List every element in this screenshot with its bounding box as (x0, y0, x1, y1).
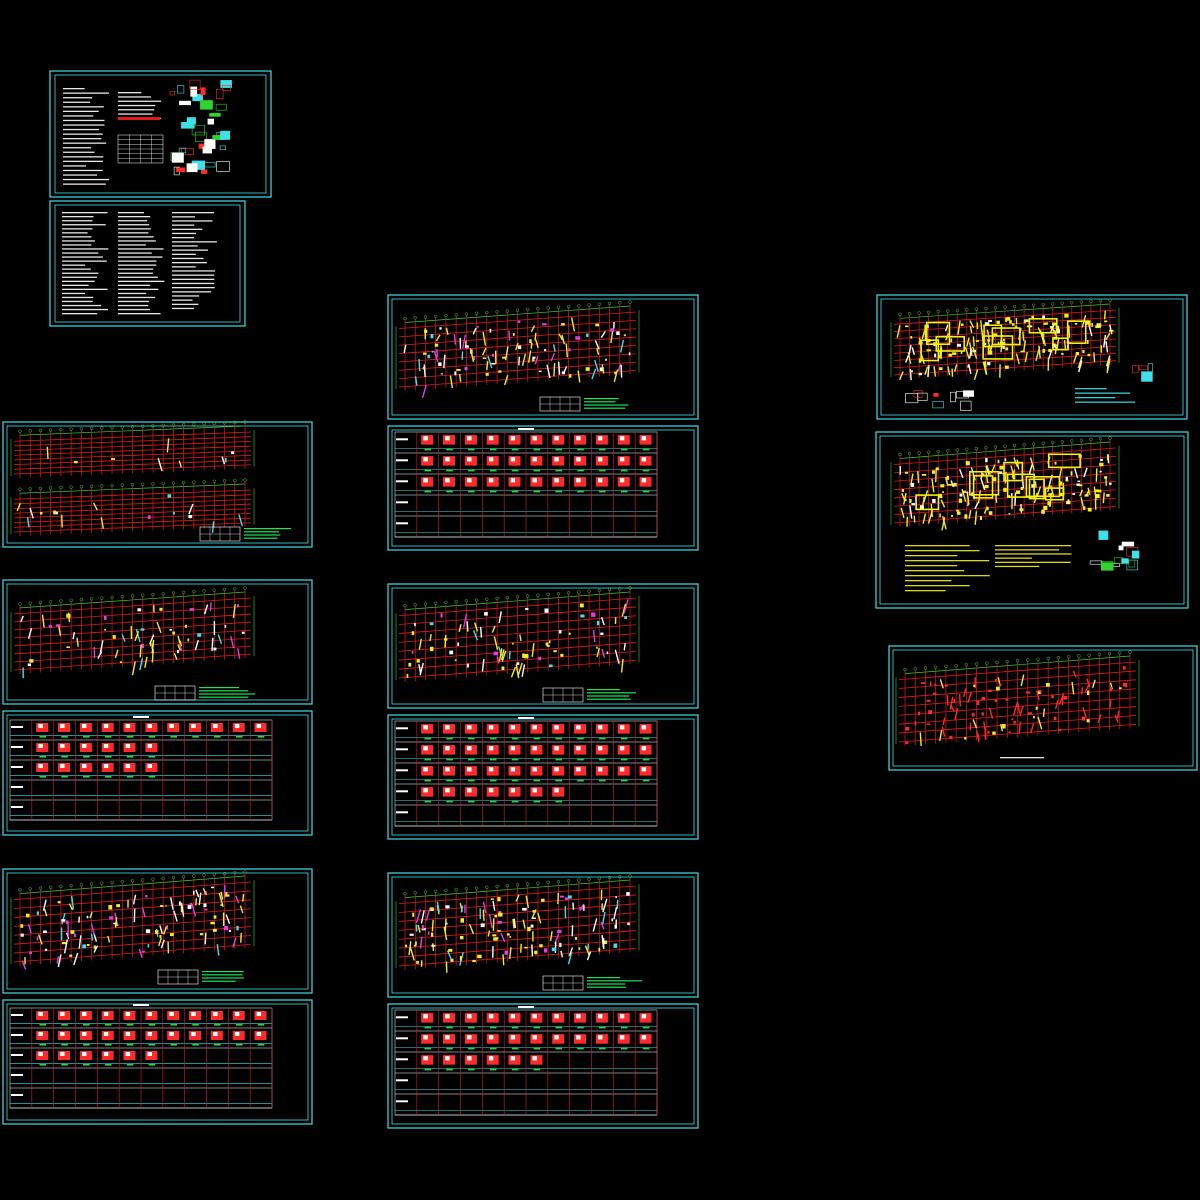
title-legend (199, 526, 292, 542)
sheet-beam-plan-b[interactable] (875, 431, 1189, 609)
notes-table (117, 134, 164, 164)
sheet-column-table-e[interactable] (387, 1003, 699, 1129)
sheet-column-table-a[interactable] (2, 710, 313, 836)
floor-plan (395, 300, 640, 399)
column-detail-table (394, 717, 658, 827)
floor-plan (10, 586, 255, 679)
notes-text-block (995, 545, 1072, 568)
column-detail-table (394, 428, 658, 538)
floor-plan-upper (10, 420, 255, 478)
column-detail-table (9, 1004, 273, 1109)
sheet-column-table-c[interactable] (387, 425, 699, 551)
title-legend (542, 975, 643, 991)
sheet-column-table-b[interactable] (2, 999, 313, 1125)
sheet-column-plan-c[interactable] (387, 294, 699, 420)
notes-text-block (1075, 388, 1135, 403)
notes-text-block (905, 545, 990, 592)
plan-title (1000, 757, 1045, 759)
notes-text-block (118, 212, 165, 315)
section-sketch (1132, 363, 1153, 382)
sheet-roof-plan[interactable] (888, 645, 1198, 771)
notes-text-block (63, 88, 109, 185)
floor-plan-lower (10, 478, 255, 536)
title-legend (154, 685, 256, 701)
title-legend (539, 396, 629, 412)
detail-sketches (169, 79, 232, 176)
sheet-general-notes-1[interactable] (49, 70, 272, 198)
floor-plan (890, 436, 1120, 531)
sheet-column-plan-b[interactable] (2, 868, 313, 994)
sheet-column-table-d[interactable] (387, 714, 699, 840)
floor-plan (890, 298, 1120, 381)
sheet-column-plan-d[interactable] (387, 583, 699, 709)
detail-sketches (1089, 530, 1140, 571)
sheet-beam-plan-a[interactable] (876, 294, 1188, 420)
column-detail-table (9, 716, 273, 821)
notes-text-block (172, 212, 217, 310)
title-legend (157, 969, 244, 985)
notes-highlight-bar (118, 117, 160, 120)
notes-text-block (62, 212, 109, 315)
detail-sketches (905, 390, 974, 411)
sheet-column-plan-e[interactable] (387, 872, 699, 998)
sheet-foundation-plan-pair[interactable] (2, 420, 313, 548)
floor-plan (395, 874, 640, 973)
floor-plan (395, 586, 640, 682)
sheet-general-notes-2[interactable] (49, 200, 246, 327)
title-legend (542, 687, 637, 703)
floor-plan (10, 870, 255, 970)
floor-plan (895, 650, 1140, 747)
sheet-column-plan-a[interactable] (2, 579, 313, 705)
column-detail-table (394, 1006, 658, 1116)
